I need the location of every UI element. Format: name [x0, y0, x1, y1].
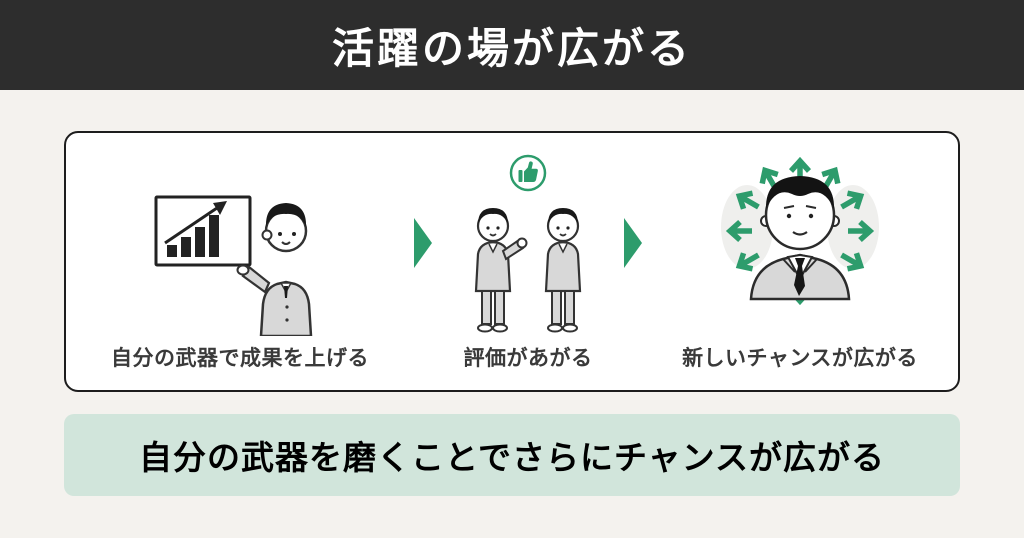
step-new-chances: 新しいチャンスが広がる [642, 133, 958, 390]
man-with-radiating-arrows-illustration [695, 133, 905, 336]
two-people-icon [474, 208, 582, 333]
step-label-achieve-results: 自分の武器で成果を上げる [111, 347, 369, 370]
flow-arrow-icon [624, 218, 642, 268]
step-label-new-chances: 新しいチャンスが広がる [682, 347, 918, 370]
page-title: 活躍の場が広がる [331, 24, 692, 72]
header-bar: 活躍の場が広がる [0, 0, 1024, 90]
flow-card: 自分の武器で成果を上げる [64, 131, 960, 392]
step-label-evaluation-rises: 評価があがる [463, 347, 593, 370]
flow-arrow-icon [414, 218, 432, 268]
conclusion-banner: 自分の武器を磨くことでさらにチャンスが広がる [64, 414, 960, 496]
man-presenting-bar-chart-illustration [153, 133, 328, 336]
step-evaluation-rises: 評価があがる [432, 133, 624, 390]
radiating-arrows-portrait-icon [721, 156, 879, 306]
conclusion-banner-text: 自分の武器を磨くことでさらにチャンスが広がる [138, 439, 886, 476]
step-achieve-results: 自分の武器で成果を上げる [66, 133, 414, 390]
two-people-talking-illustration [453, 133, 603, 336]
bar-chart-presenter-icon [154, 195, 312, 336]
thumbs-up-icon [509, 154, 547, 192]
